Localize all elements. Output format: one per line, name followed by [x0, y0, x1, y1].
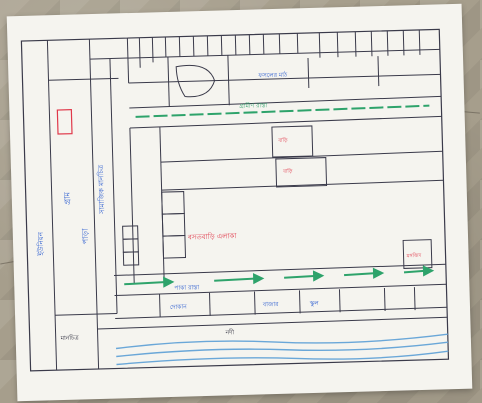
blue-bottom-label-1: দোকান: [170, 304, 187, 311]
red-main-label: বসতবাড়ি এলাকা: [187, 232, 238, 241]
left-vertical-text-3: পাড়া: [81, 228, 90, 245]
corner-note: মানচিত্র: [60, 335, 80, 343]
road-label-green-top: গ্রামীণ রাস্তা: [239, 101, 267, 110]
blue-road-label: পাকা রাস্তা: [174, 284, 199, 292]
blue-bottom-label-2: বাজার: [262, 301, 279, 308]
red-small-label-1: বাড়ি: [277, 138, 288, 144]
river-label: নদী: [225, 328, 235, 336]
blue-bottom-label-3: স্কুল: [309, 300, 320, 307]
map-drawing: ইউনিয়ন গ্রাম পাড়া সামাজিক মানচিত্র গ্র…: [20, 28, 450, 372]
hand-drawn-map-sheet: ইউনিয়ন গ্রাম পাড়া সামাজিক মানচিত্র গ্র…: [6, 3, 473, 402]
left-vertical-text-1: ইউনিয়ন: [36, 231, 46, 257]
left-vertical-text-4: সামাজিক মানচিত্র: [97, 164, 106, 215]
field-label-top: ফসলের মাঠ: [257, 71, 288, 80]
red-small-label-2: বাড়ি: [282, 169, 293, 175]
left-vertical-text-2: গ্রাম: [63, 191, 72, 205]
red-label-right: মসজিদ: [405, 253, 421, 259]
